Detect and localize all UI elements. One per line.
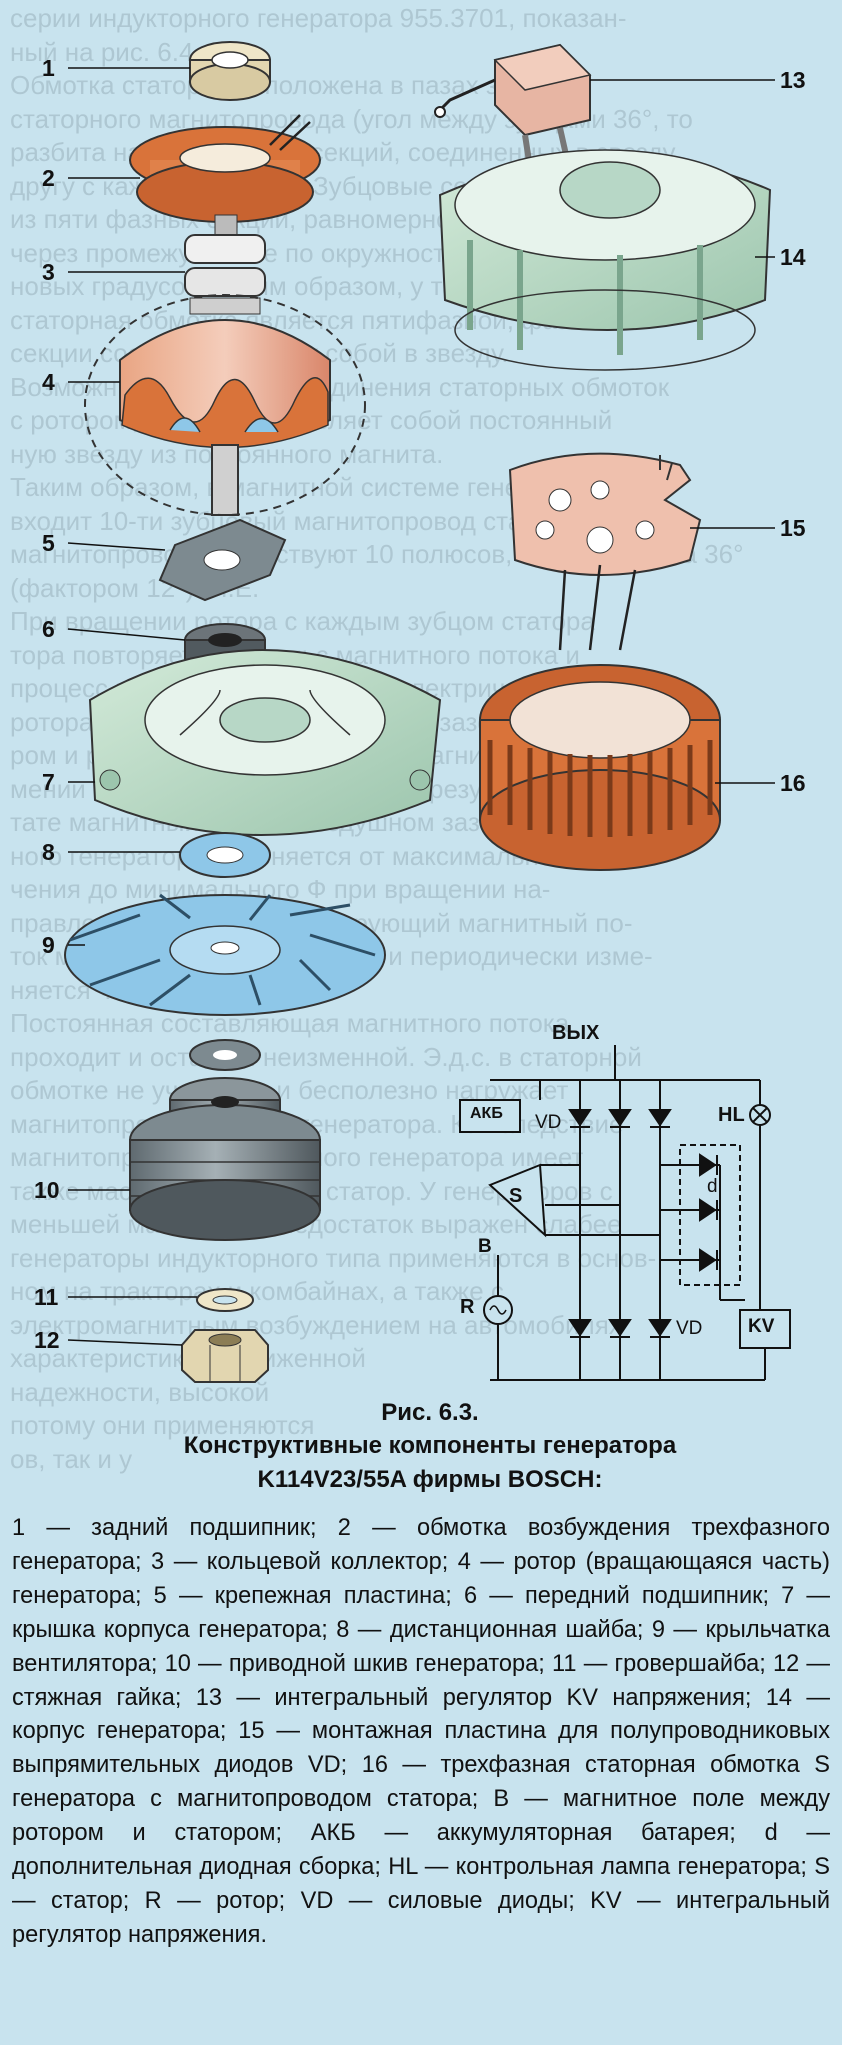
alternator-housing <box>438 149 772 371</box>
voltage-regulator <box>434 43 592 201</box>
callout-14: 14 <box>780 244 806 270</box>
schematic-r-label: R <box>460 1296 475 1318</box>
spring-washer <box>196 1288 254 1312</box>
rectifier-mounting-plate <box>508 452 702 576</box>
callout-11: 11 <box>34 1284 59 1310</box>
background-text-line: ов, так и у <box>10 1444 133 1474</box>
callout-5: 5 <box>42 530 55 556</box>
callout-2: 2 <box>42 165 55 191</box>
schematic-akb-label: АКБ <box>470 1105 503 1122</box>
housing-cover <box>88 649 442 836</box>
callout-7: 7 <box>42 769 55 795</box>
callout-8: 8 <box>42 839 55 865</box>
callout-12: 12 <box>34 1327 60 1353</box>
callout-9: 9 <box>42 932 55 958</box>
background-text-line: Постоянная составляющая магнитного поток… <box>10 1009 570 1038</box>
schematic-vd-bottom-label: VD <box>676 1318 703 1339</box>
schematic-kv-label: KV <box>748 1316 775 1337</box>
fan-impeller <box>64 893 386 1016</box>
background-text-line: ном на тракторах и комбайнах, а также с <box>10 1277 504 1306</box>
callout-1: 1 <box>42 55 55 81</box>
figure-title-line2: K114V23/55A фирмы BOSCH: <box>257 1466 603 1493</box>
schematic-s-label: S <box>509 1185 523 1207</box>
background-text-line: серии индукторного генератора 955.3701, … <box>10 4 627 33</box>
background-text-line: потому они применяются <box>10 1411 315 1440</box>
schematic-b-label: B <box>478 1236 492 1257</box>
spacer-washer <box>179 832 271 878</box>
schematic-d-label: d <box>707 1176 718 1197</box>
background-text-line: При вращении ротора с каждым зубцом стат… <box>10 607 595 636</box>
schematic-out-label: ВЫХ <box>552 1022 600 1044</box>
alternator-exploded-view <box>64 41 791 1383</box>
callout-10: 10 <box>34 1177 60 1203</box>
schematic-hl-label: HL <box>718 1104 745 1126</box>
callout-15: 15 <box>780 515 806 541</box>
stator-winding <box>479 564 721 871</box>
background-text-line: Таким образом, в магнитной системе генер… <box>10 473 603 502</box>
figure-label: Рис. 6.3. <box>381 1399 479 1426</box>
background-text-line: генераторы индукторного типа применяются… <box>10 1243 657 1273</box>
background-text-line: входит 10-ти зубцовый магнитопровод стат… <box>10 506 609 536</box>
field-winding <box>129 114 321 223</box>
mounting-plate <box>158 518 287 602</box>
callout-3: 3 <box>42 259 55 285</box>
figure-title-line1: Конструктивные компоненты генератора <box>183 1432 677 1459</box>
rotor <box>84 294 366 516</box>
drive-pulley <box>129 1077 321 1241</box>
callout-4: 4 <box>42 369 55 395</box>
slip-ring-collector <box>184 214 266 315</box>
callout-16: 16 <box>780 770 806 796</box>
wiring-schematic <box>459 1045 791 1381</box>
callout-leaders <box>67 67 775 1346</box>
tension-nut <box>181 1329 269 1383</box>
background-text-line: электромагнитным возбуждением на автомоб… <box>10 1310 622 1340</box>
callout-6: 6 <box>42 616 55 642</box>
callout-13: 13 <box>780 67 806 93</box>
background-text-line: Обмотка статора расположена в пазах зубц… <box>10 71 569 100</box>
small-washer <box>189 1039 261 1071</box>
background-text-line: проходит и остается неизменной. Э.д.с. в… <box>10 1042 642 1072</box>
rear-bearing <box>189 41 271 101</box>
schematic-vd-top-label: VD <box>535 1112 562 1133</box>
figure-legend: 1 — задний подшипник; 2 — обмотка возбуж… <box>12 1515 830 1948</box>
